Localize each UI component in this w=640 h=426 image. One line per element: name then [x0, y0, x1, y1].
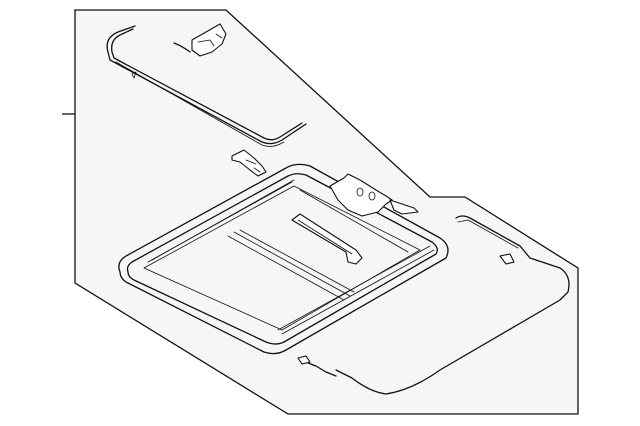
motor-mount-plate: [329, 173, 419, 217]
deflector-trim-strip: [106, 25, 307, 147]
sunroof-frame: [118, 163, 449, 355]
center-guide: [291, 213, 363, 265]
upper-bracket: [173, 23, 227, 57]
small-bracket: [231, 149, 267, 177]
assembly-panel: [74, 9, 579, 415]
drain-hose-harness-right: [335, 215, 570, 395]
drain-hose-harness-front: [297, 355, 337, 377]
